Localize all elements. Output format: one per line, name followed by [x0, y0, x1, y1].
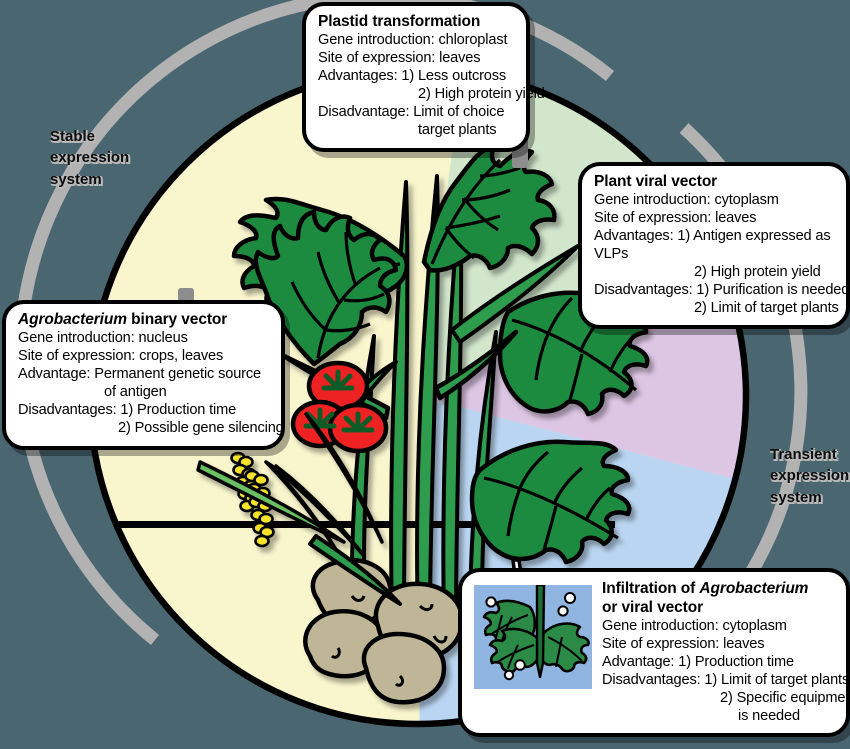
- callout-line: target plants: [418, 121, 497, 138]
- callout-line: VLPs: [594, 245, 629, 262]
- callout-line: Site of expression: leaves: [602, 635, 765, 652]
- callout-line: Advantage: Permanent genetic source: [18, 365, 262, 382]
- callout-line: 2) High protein yield: [418, 85, 545, 102]
- callout-title-rest: binary vector: [126, 311, 228, 328]
- ring-label-transient: Transient expression system: [770, 446, 850, 506]
- callout-line: 2) High protein yield: [694, 263, 821, 280]
- callout-agrobacterium-binary-vector[interactable]: Agrobacterium binary vector Gene introdu…: [2, 300, 285, 450]
- callout-line: Disadvantages: 1) Production time: [18, 401, 237, 418]
- callout-line: Advantages: 1) Less outcross: [318, 67, 507, 84]
- syringe-infiltration-illustration: [474, 585, 592, 689]
- callout-line: Disadvantages: 1) Limit of target plants: [602, 671, 850, 688]
- callout-title: Agrobacterium binary vector: [18, 311, 269, 329]
- callout-line: 2) Possible gene silencing: [118, 419, 284, 436]
- callout-line: Gene introduction: cytoplasm: [602, 617, 787, 634]
- callout-plastid-transformation[interactable]: Plastid transformation Gene introduction…: [302, 2, 545, 152]
- callout-line: Site of expression: crops, leaves: [18, 347, 224, 364]
- plant-illustration: [196, 143, 650, 705]
- ring-label-stable: Stable expression system: [50, 128, 130, 188]
- callout-plant-viral-vector[interactable]: Plant viral vector Gene introduction: cy…: [578, 162, 850, 330]
- callout-line: Site of expression: leaves: [318, 49, 481, 66]
- callout-line: Site of expression: leaves: [594, 209, 757, 226]
- callout-line: Advantages: 1) Antigen expressed as: [594, 227, 831, 244]
- leaf-right-upper-stem: [450, 244, 580, 344]
- callout-line: of antigen: [104, 383, 167, 400]
- callout-infiltration[interactable]: Infiltration of Agrobacterium or viral v…: [458, 568, 850, 738]
- leaf-lower-left: [308, 534, 402, 606]
- wheat-ears: [196, 412, 384, 558]
- callout-line: Gene introduction: nucleus: [18, 329, 188, 346]
- callout-line: 2) Specific equipment: [720, 689, 850, 706]
- callout-title: Plant viral vector: [594, 173, 718, 190]
- callout-title: Plastid transformation: [318, 13, 481, 30]
- callout-line: Advantage: 1) Production time: [602, 653, 794, 670]
- callout-line: Disadvantage: Limit of choice: [318, 103, 505, 120]
- callout-title-line2: or viral vector: [602, 598, 704, 616]
- callout-line: 2) Limit of target plants: [694, 299, 839, 316]
- callout-title-pre: Infiltration of: [602, 580, 700, 597]
- callout-line: Gene introduction: chloroplast: [318, 31, 508, 48]
- potato-4: [361, 631, 447, 705]
- callout-line: is needed: [738, 707, 800, 724]
- ring-arc-left: [13, 0, 615, 646]
- callout-title-genus: Agrobacterium: [699, 580, 809, 597]
- callout-title-genus: Agrobacterium: [18, 311, 127, 328]
- callout-line: Gene introduction: cytoplasm: [594, 191, 779, 208]
- callout-title: Infiltration of Agrobacterium: [602, 580, 850, 598]
- leaf-right-mid-stem: [433, 329, 519, 401]
- callout-line: Disadvantages: 1) Purification is needed: [594, 281, 850, 298]
